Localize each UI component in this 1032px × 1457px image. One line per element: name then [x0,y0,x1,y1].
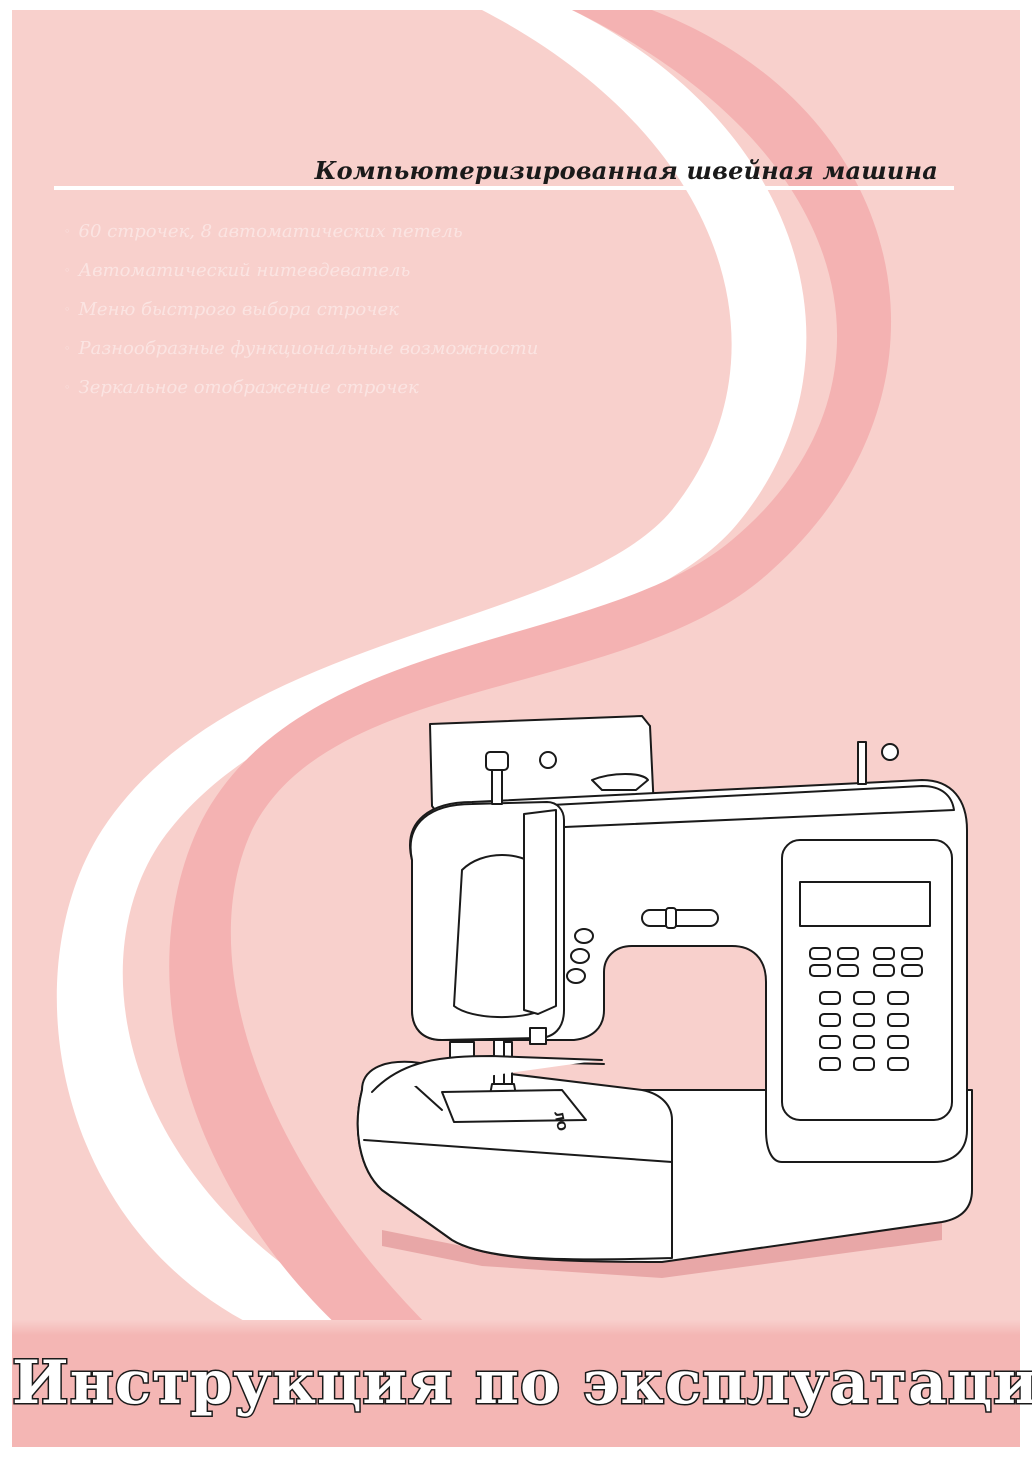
feature-text: Автоматический нитевдеватель [78,260,411,281]
decorative-ribbon-swirl [56,10,892,1330]
pink-ribbon-shape [169,10,892,1330]
feature-text: Зеркальное отображение строчек [78,377,419,398]
title-band: Инструкция по эксплуатации [11,1320,1032,1447]
feature-item: ◦ Меню быстрого выбора строчек [64,290,538,329]
bullet-icon: ◦ [64,225,71,238]
title-band-fill [12,1320,1020,1447]
lcd-display [799,881,931,927]
bullet-icon: ◦ [64,303,71,316]
needle-plate-label: ЛО [551,1110,569,1133]
feature-text: Меню быстрого выбора строчек [78,299,399,320]
manual-title: Инструкция по эксплуатации [11,1347,1032,1420]
needle-plate [441,1089,587,1123]
control-buttons [809,947,923,1071]
feature-item: ◦ Разнообразные функциональные возможност… [64,329,538,368]
sewing-machine-illustration: ЛО [356,715,973,1278]
feature-text: Разнообразные функциональные возможности [78,338,539,359]
machine-base-shadow [382,1222,942,1278]
free-arm-box [356,1060,673,1261]
feature-item: ◦ Автоматический нитевдеватель [64,251,538,290]
subtitle-underline [54,186,954,190]
cover-subtitle: Компьютеризированная швейная машина [314,156,938,185]
cover-background: Компьютеризированная швейная машина ◦ 60 … [12,10,1020,1330]
bullet-icon: ◦ [64,342,71,355]
bullet-icon: ◦ [64,381,71,394]
feature-list: ◦ 60 строчек, 8 автоматических петель ◦ Ав… [64,212,538,407]
feature-text: 60 строчек, 8 автоматических петель [78,221,463,242]
feature-item: ◦ 60 строчек, 8 автоматических петель [64,212,538,251]
feature-item: ◦ Зеркальное отображение строчек [64,368,538,407]
speed-slider [641,909,719,927]
bullet-icon: ◦ [64,264,71,277]
